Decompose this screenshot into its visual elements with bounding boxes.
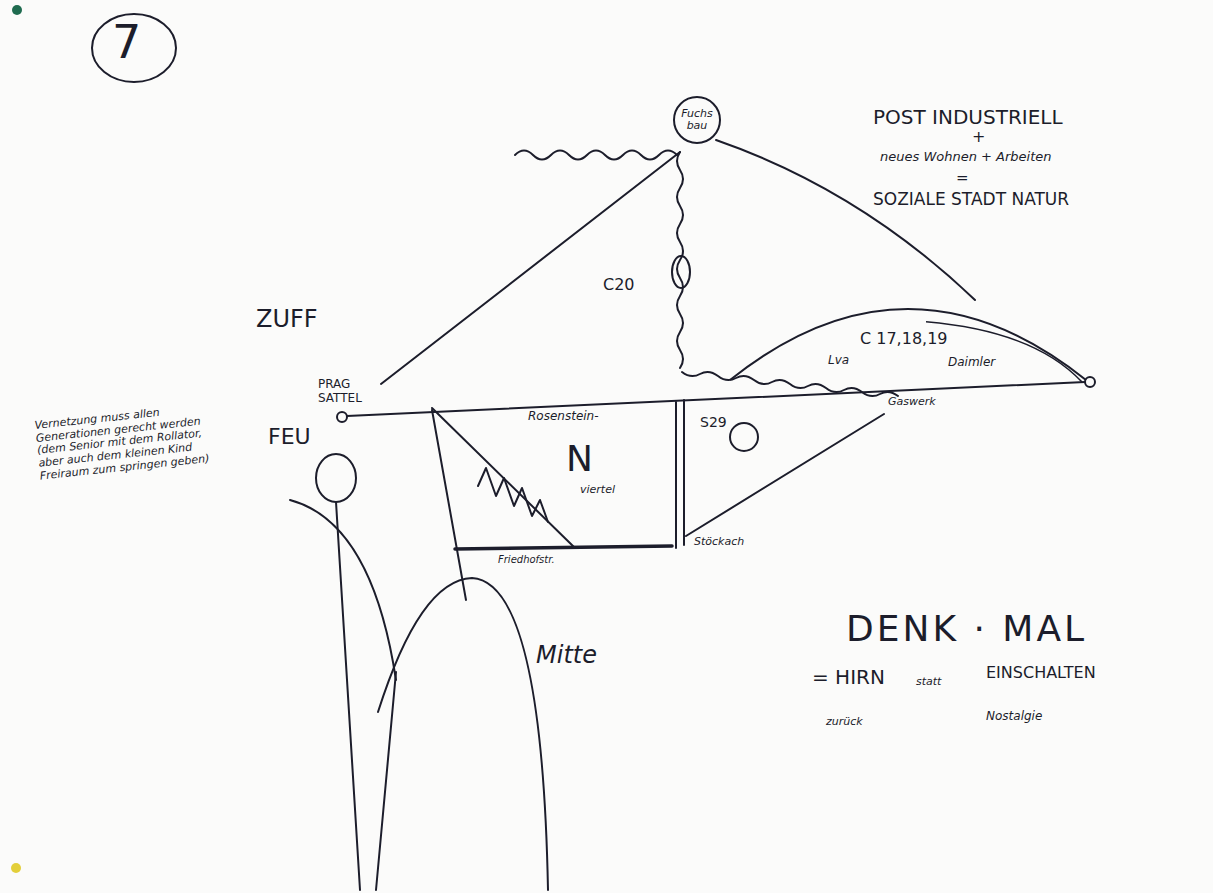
- note-text: Vernetzung muss allen Generationen gerec…: [34, 401, 218, 482]
- area-label: Rosenstein-: [528, 410, 599, 424]
- arch-line: [378, 578, 548, 890]
- road-line: [686, 414, 884, 536]
- callout-number: 7: [112, 16, 141, 69]
- note-symbol: +: [972, 128, 985, 146]
- area-label: Mitte: [536, 642, 597, 670]
- station-dot: [1085, 377, 1095, 387]
- area-label: S29: [700, 414, 727, 430]
- note-heading: SOZIALE STADT NATUR: [873, 190, 1069, 210]
- yellow-pin: [11, 863, 21, 873]
- area-label: N: [566, 438, 593, 479]
- place-label: Lva: [828, 354, 849, 367]
- road-line: [381, 152, 680, 384]
- wavy-track: [677, 152, 683, 368]
- slogan-note: Nostalgie: [986, 710, 1042, 724]
- road-line: [376, 672, 396, 890]
- place-label: Stöckach: [694, 536, 744, 549]
- place-label: Daimler: [948, 356, 995, 369]
- slogan: = HIRN: [812, 666, 885, 689]
- area-label: viertel: [580, 484, 615, 497]
- road-line: [290, 500, 396, 680]
- station-dot: [337, 412, 347, 422]
- circle-outline: [674, 97, 720, 143]
- area-ellipse: C 17,18,19Lva Daimler: [728, 308, 1088, 384]
- street-label: Friedhofstr.: [498, 554, 555, 566]
- place-label: PRAG SATTEL: [318, 378, 370, 406]
- double-line: [676, 400, 684, 548]
- zigzag: [478, 468, 548, 522]
- track-loop: [672, 256, 690, 288]
- slogan: DENK · MAL: [846, 608, 1087, 649]
- area-label: C20: [603, 276, 635, 294]
- note-symbol: =: [956, 170, 969, 187]
- slogan: EINSCHALTEN: [986, 664, 1096, 682]
- street-line: [455, 546, 672, 549]
- note-text: neues Wohnen + Arbeiten: [880, 150, 1052, 165]
- number-circle: [92, 14, 176, 82]
- note-heading: POST INDUSTRIELL: [873, 106, 1063, 129]
- main-line: [347, 382, 1085, 416]
- place-label: ZUFF: [256, 306, 318, 334]
- slogan-note: statt: [916, 676, 941, 689]
- road-line: [432, 410, 466, 600]
- green-pin: [12, 5, 22, 15]
- place-circle: Fuchs bau: [673, 96, 721, 144]
- place-name: Fuchs bau: [673, 108, 721, 132]
- road-line: [336, 502, 360, 890]
- place-label: Gaswerk: [888, 396, 936, 409]
- small-circle: [730, 423, 758, 451]
- slogan-note: zurück: [826, 716, 863, 729]
- ellipse-outline: [730, 309, 1086, 380]
- wavy-track: [682, 372, 898, 396]
- place-label: FEU: [268, 424, 311, 449]
- area-label: C 17,18,19: [860, 330, 948, 348]
- ellipse-outline: [926, 322, 1082, 382]
- loop: [316, 454, 356, 502]
- wavy-track: [515, 151, 677, 160]
